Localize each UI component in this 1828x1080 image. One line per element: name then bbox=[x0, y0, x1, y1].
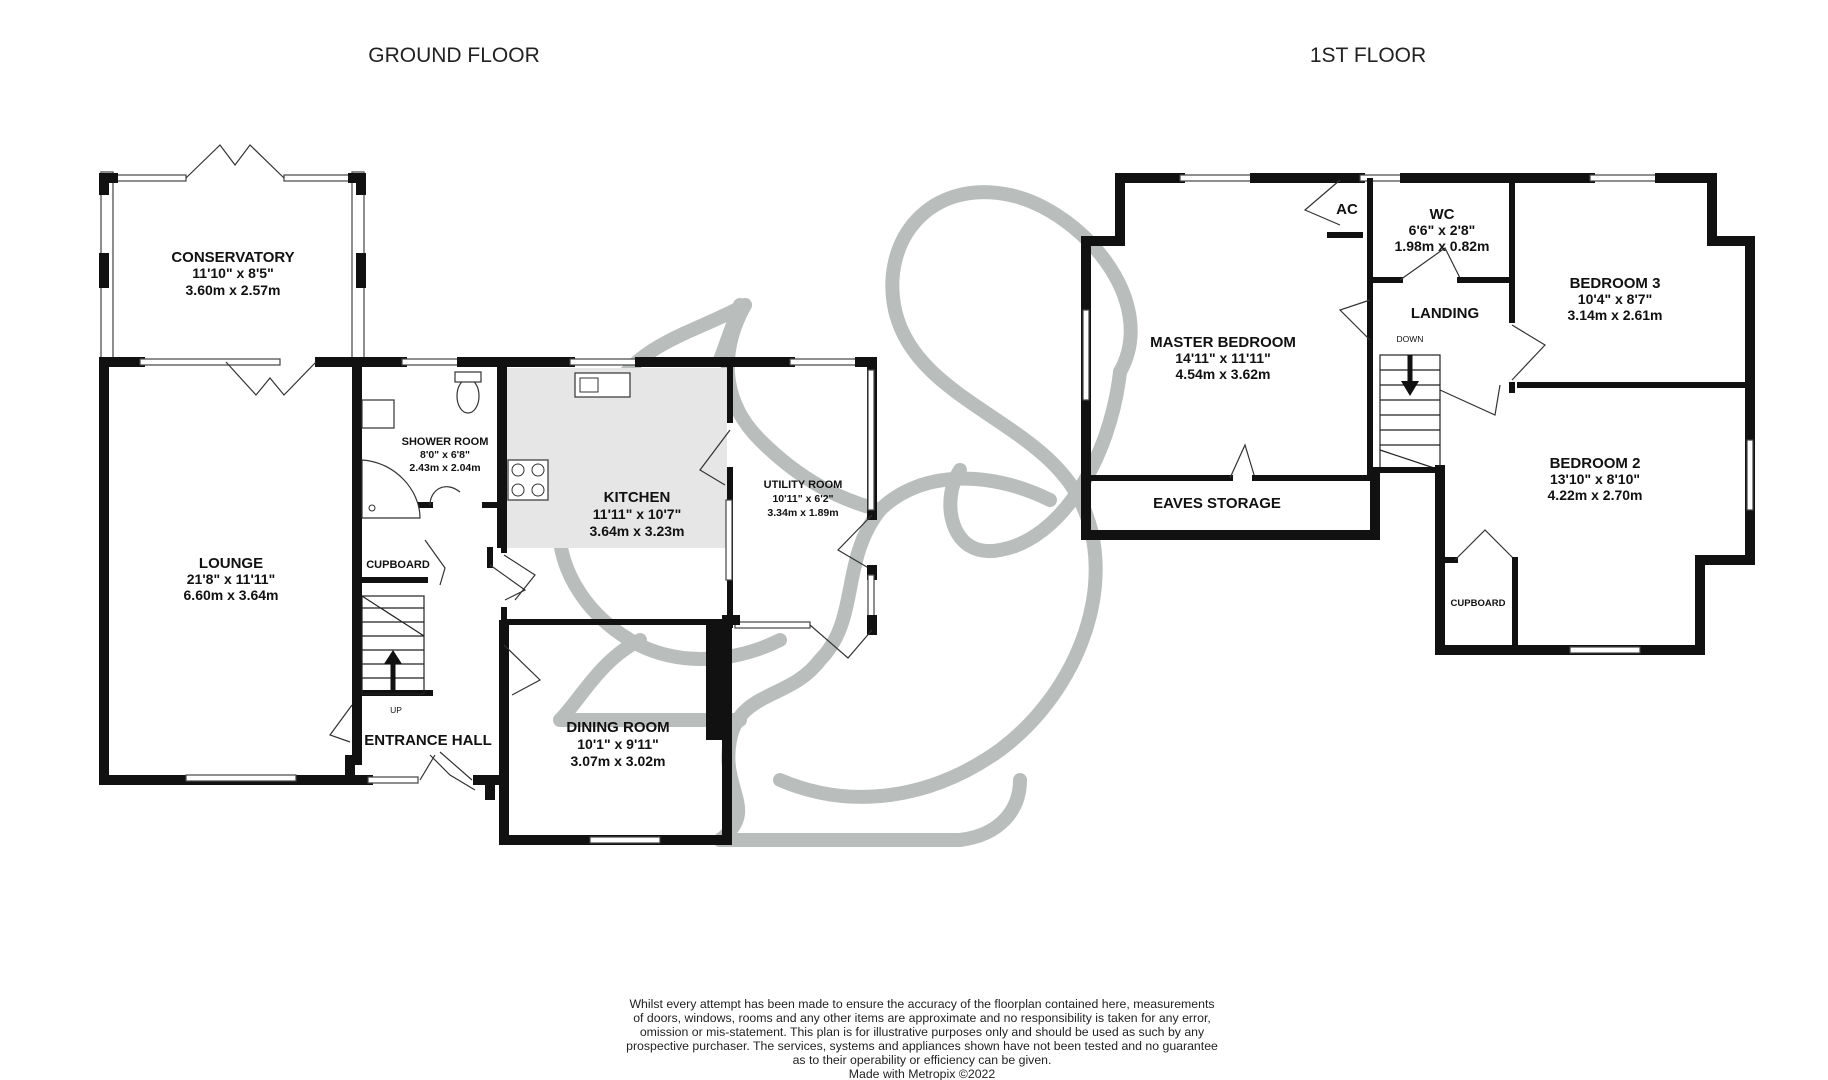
room-conservatory: CONSERVATORY 11'10" x 8'5" 3.60m x 2.57m bbox=[171, 249, 294, 298]
disclaimer-line: Made with Metropix ©2022 bbox=[849, 1067, 996, 1080]
room-imperial: 14'11" x 11'11" bbox=[1175, 350, 1270, 366]
disclaimer-line: as to their operability or efficiency ca… bbox=[793, 1053, 1052, 1067]
hob-icon bbox=[507, 459, 549, 501]
sink-icon bbox=[574, 372, 631, 398]
first-floor-title: 1ST FLOOR bbox=[1310, 44, 1426, 67]
room-name: SHOWER ROOM bbox=[402, 436, 489, 448]
room-master-bedroom: MASTER BEDROOM 14'11" x 11'11" 4.54m x 3… bbox=[1150, 334, 1296, 382]
squirrel-logo-icon bbox=[552, 185, 1138, 847]
room-metric: 1.98m x 0.82m bbox=[1395, 238, 1490, 254]
room-name: UTILITY ROOM bbox=[764, 479, 843, 491]
room-wc: WC 6'6" x 2'8" 1.98m x 0.82m bbox=[1395, 206, 1490, 254]
room-name: MASTER BEDROOM bbox=[1150, 334, 1296, 351]
basin-icon bbox=[361, 399, 395, 429]
room-bedroom3: BEDROOM 3 10'4" x 8'7" 3.14m x 2.61m bbox=[1568, 275, 1663, 323]
room-imperial: 11'11" x 10'7" bbox=[593, 506, 681, 522]
room-imperial: 8'0" x 6'8" bbox=[420, 449, 470, 461]
room-imperial: 11'10" x 8'5" bbox=[192, 265, 273, 281]
room-name: BEDROOM 2 bbox=[1550, 455, 1641, 472]
room-imperial: 21'8" x 11'11" bbox=[187, 571, 275, 587]
room-metric: 3.64m x 3.23m bbox=[590, 523, 685, 539]
stairs-down-label: DOWN bbox=[1397, 334, 1424, 344]
room-metric: 3.34m x 1.89m bbox=[767, 507, 838, 519]
stairs-down bbox=[1379, 354, 1441, 471]
disclaimer: Whilst every attempt has been made to en… bbox=[626, 997, 1218, 1080]
room-name: DINING ROOM bbox=[566, 719, 669, 736]
stairs-up-label: UP bbox=[390, 705, 402, 715]
room-metric: 4.22m x 2.70m bbox=[1548, 487, 1643, 503]
room-metric: 6.60m x 3.64m bbox=[184, 587, 279, 603]
room-shower-room: SHOWER ROOM 8'0" x 6'8" 2.43m x 2.04m bbox=[402, 436, 489, 474]
disclaimer-line: omission or mis-statement. This plan is … bbox=[640, 1025, 1205, 1039]
cupboard-first-label: CUPBOARD bbox=[1451, 598, 1506, 609]
toilet-icon bbox=[456, 378, 480, 414]
room-utility-room: UTILITY ROOM 10'11" x 6'2" 3.34m x 1.89m bbox=[764, 479, 843, 519]
room-name: WC bbox=[1430, 206, 1455, 223]
eaves-storage-label: EAVES STORAGE bbox=[1153, 495, 1281, 512]
room-metric: 4.54m x 3.62m bbox=[1176, 366, 1271, 382]
room-imperial: 10'4" x 8'7" bbox=[1578, 291, 1652, 307]
ground-floor-title: GROUND FLOOR bbox=[368, 44, 540, 67]
room-bedroom2: BEDROOM 2 13'10" x 8'10" 4.22m x 2.70m bbox=[1548, 455, 1643, 503]
entrance-hall-label: ENTRANCE HALL bbox=[364, 732, 492, 749]
disclaimer-line: Whilst every attempt has been made to en… bbox=[629, 997, 1214, 1011]
room-name: CONSERVATORY bbox=[171, 249, 294, 266]
room-imperial: 13'10" x 8'10" bbox=[1550, 471, 1640, 487]
room-metric: 3.14m x 2.61m bbox=[1568, 307, 1663, 323]
ac-label: AC bbox=[1336, 201, 1358, 218]
conservatory-outline bbox=[99, 144, 366, 359]
room-metric: 3.07m x 3.02m bbox=[571, 753, 666, 769]
landing-label: LANDING bbox=[1411, 305, 1479, 322]
room-imperial: 6'6" x 2'8" bbox=[1409, 222, 1476, 238]
room-imperial: 10'1" x 9'11" bbox=[577, 736, 658, 752]
room-lounge: LOUNGE 21'8" x 11'11" 6.60m x 3.64m bbox=[184, 555, 279, 603]
stairs-up bbox=[361, 595, 425, 695]
shower-tray-icon bbox=[361, 459, 421, 519]
disclaimer-line: prospective purchaser. The services, sys… bbox=[626, 1039, 1218, 1053]
room-kitchen: KITCHEN 11'11" x 10'7" 3.64m x 3.23m bbox=[590, 489, 685, 539]
room-name: LOUNGE bbox=[199, 555, 263, 572]
room-metric: 3.60m x 2.57m bbox=[186, 282, 281, 298]
cupboard-ground-label: CUPBOARD bbox=[366, 559, 430, 571]
room-metric: 2.43m x 2.04m bbox=[409, 462, 480, 474]
room-name: KITCHEN bbox=[604, 489, 671, 506]
room-dining-room: DINING ROOM 10'1" x 9'11" 3.07m x 3.02m bbox=[566, 719, 669, 769]
disclaimer-line: of doors, windows, rooms and any other i… bbox=[633, 1011, 1211, 1025]
room-name: BEDROOM 3 bbox=[1570, 275, 1661, 292]
room-imperial: 10'11" x 6'2" bbox=[772, 493, 833, 505]
